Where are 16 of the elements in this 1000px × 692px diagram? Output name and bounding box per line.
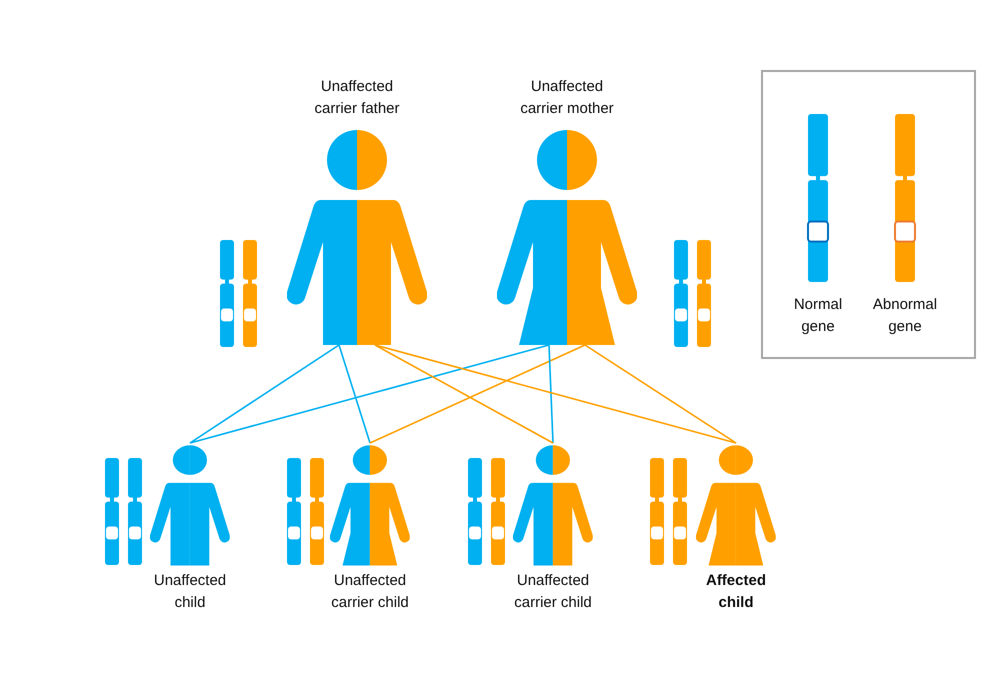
legend-label: Abnormal gene — [872, 295, 938, 337]
person-label: Affected child — [704, 570, 767, 613]
inheritance-line — [190, 344, 550, 444]
inheritance-line — [548, 344, 554, 444]
inheritance-line — [370, 344, 586, 444]
inheritance-line — [374, 344, 554, 444]
person-label: Unaffected child — [152, 570, 228, 613]
inheritance-line — [338, 344, 371, 444]
person-label: Unaffected carrier child — [330, 570, 410, 613]
person-label: Unaffected carrier child — [513, 570, 593, 613]
person-label: Unaffected carrier father — [313, 77, 401, 119]
legend-label: Normal gene — [792, 295, 844, 337]
inheritance-line — [190, 344, 340, 444]
inheritance-line — [374, 344, 736, 444]
inheritance-line — [584, 344, 736, 444]
person-label: Unaffected carrier mother — [519, 77, 615, 119]
